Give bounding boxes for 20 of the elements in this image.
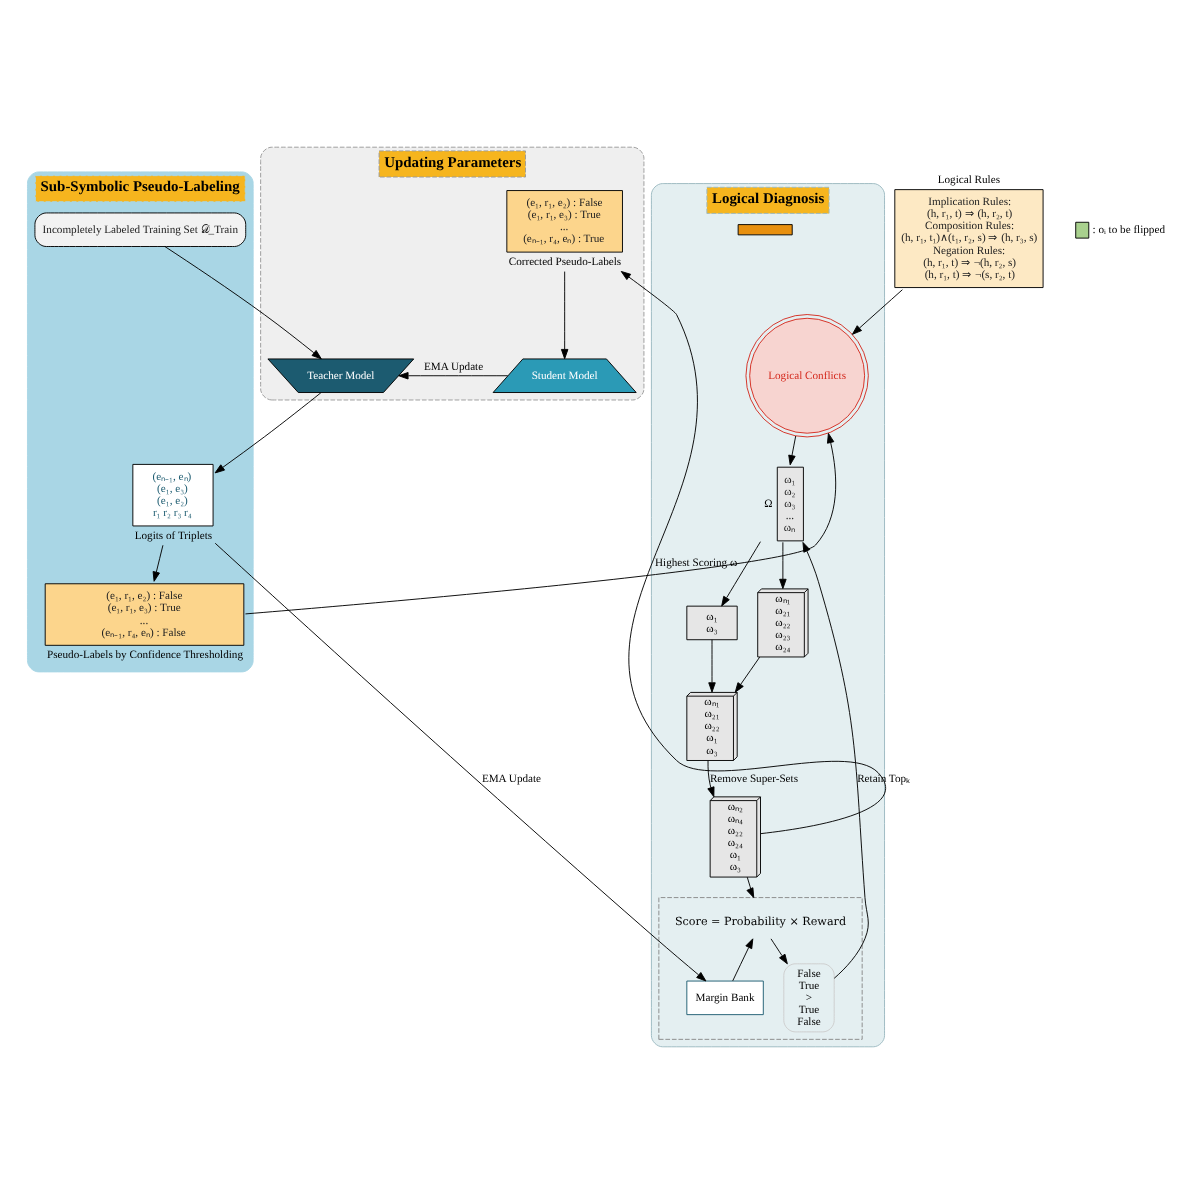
arrow — [732, 938, 754, 982]
arrow — [708, 639, 716, 693]
cluster — [658, 897, 863, 1040]
arrow — [152, 544, 164, 582]
arrow — [164, 246, 322, 360]
node-bar — [737, 224, 793, 236]
arrow — [851, 289, 903, 335]
arrow — [721, 541, 761, 607]
arrow — [398, 372, 509, 380]
arrow — [788, 435, 797, 466]
arrow — [746, 876, 755, 899]
arrow — [707, 760, 715, 798]
arrow — [779, 541, 787, 590]
arrow — [560, 271, 569, 360]
arrow — [734, 656, 761, 693]
arrow — [620, 270, 886, 835]
arrow — [245, 432, 837, 615]
arrow — [214, 392, 322, 474]
arrow — [770, 938, 788, 965]
arrow — [214, 542, 707, 982]
